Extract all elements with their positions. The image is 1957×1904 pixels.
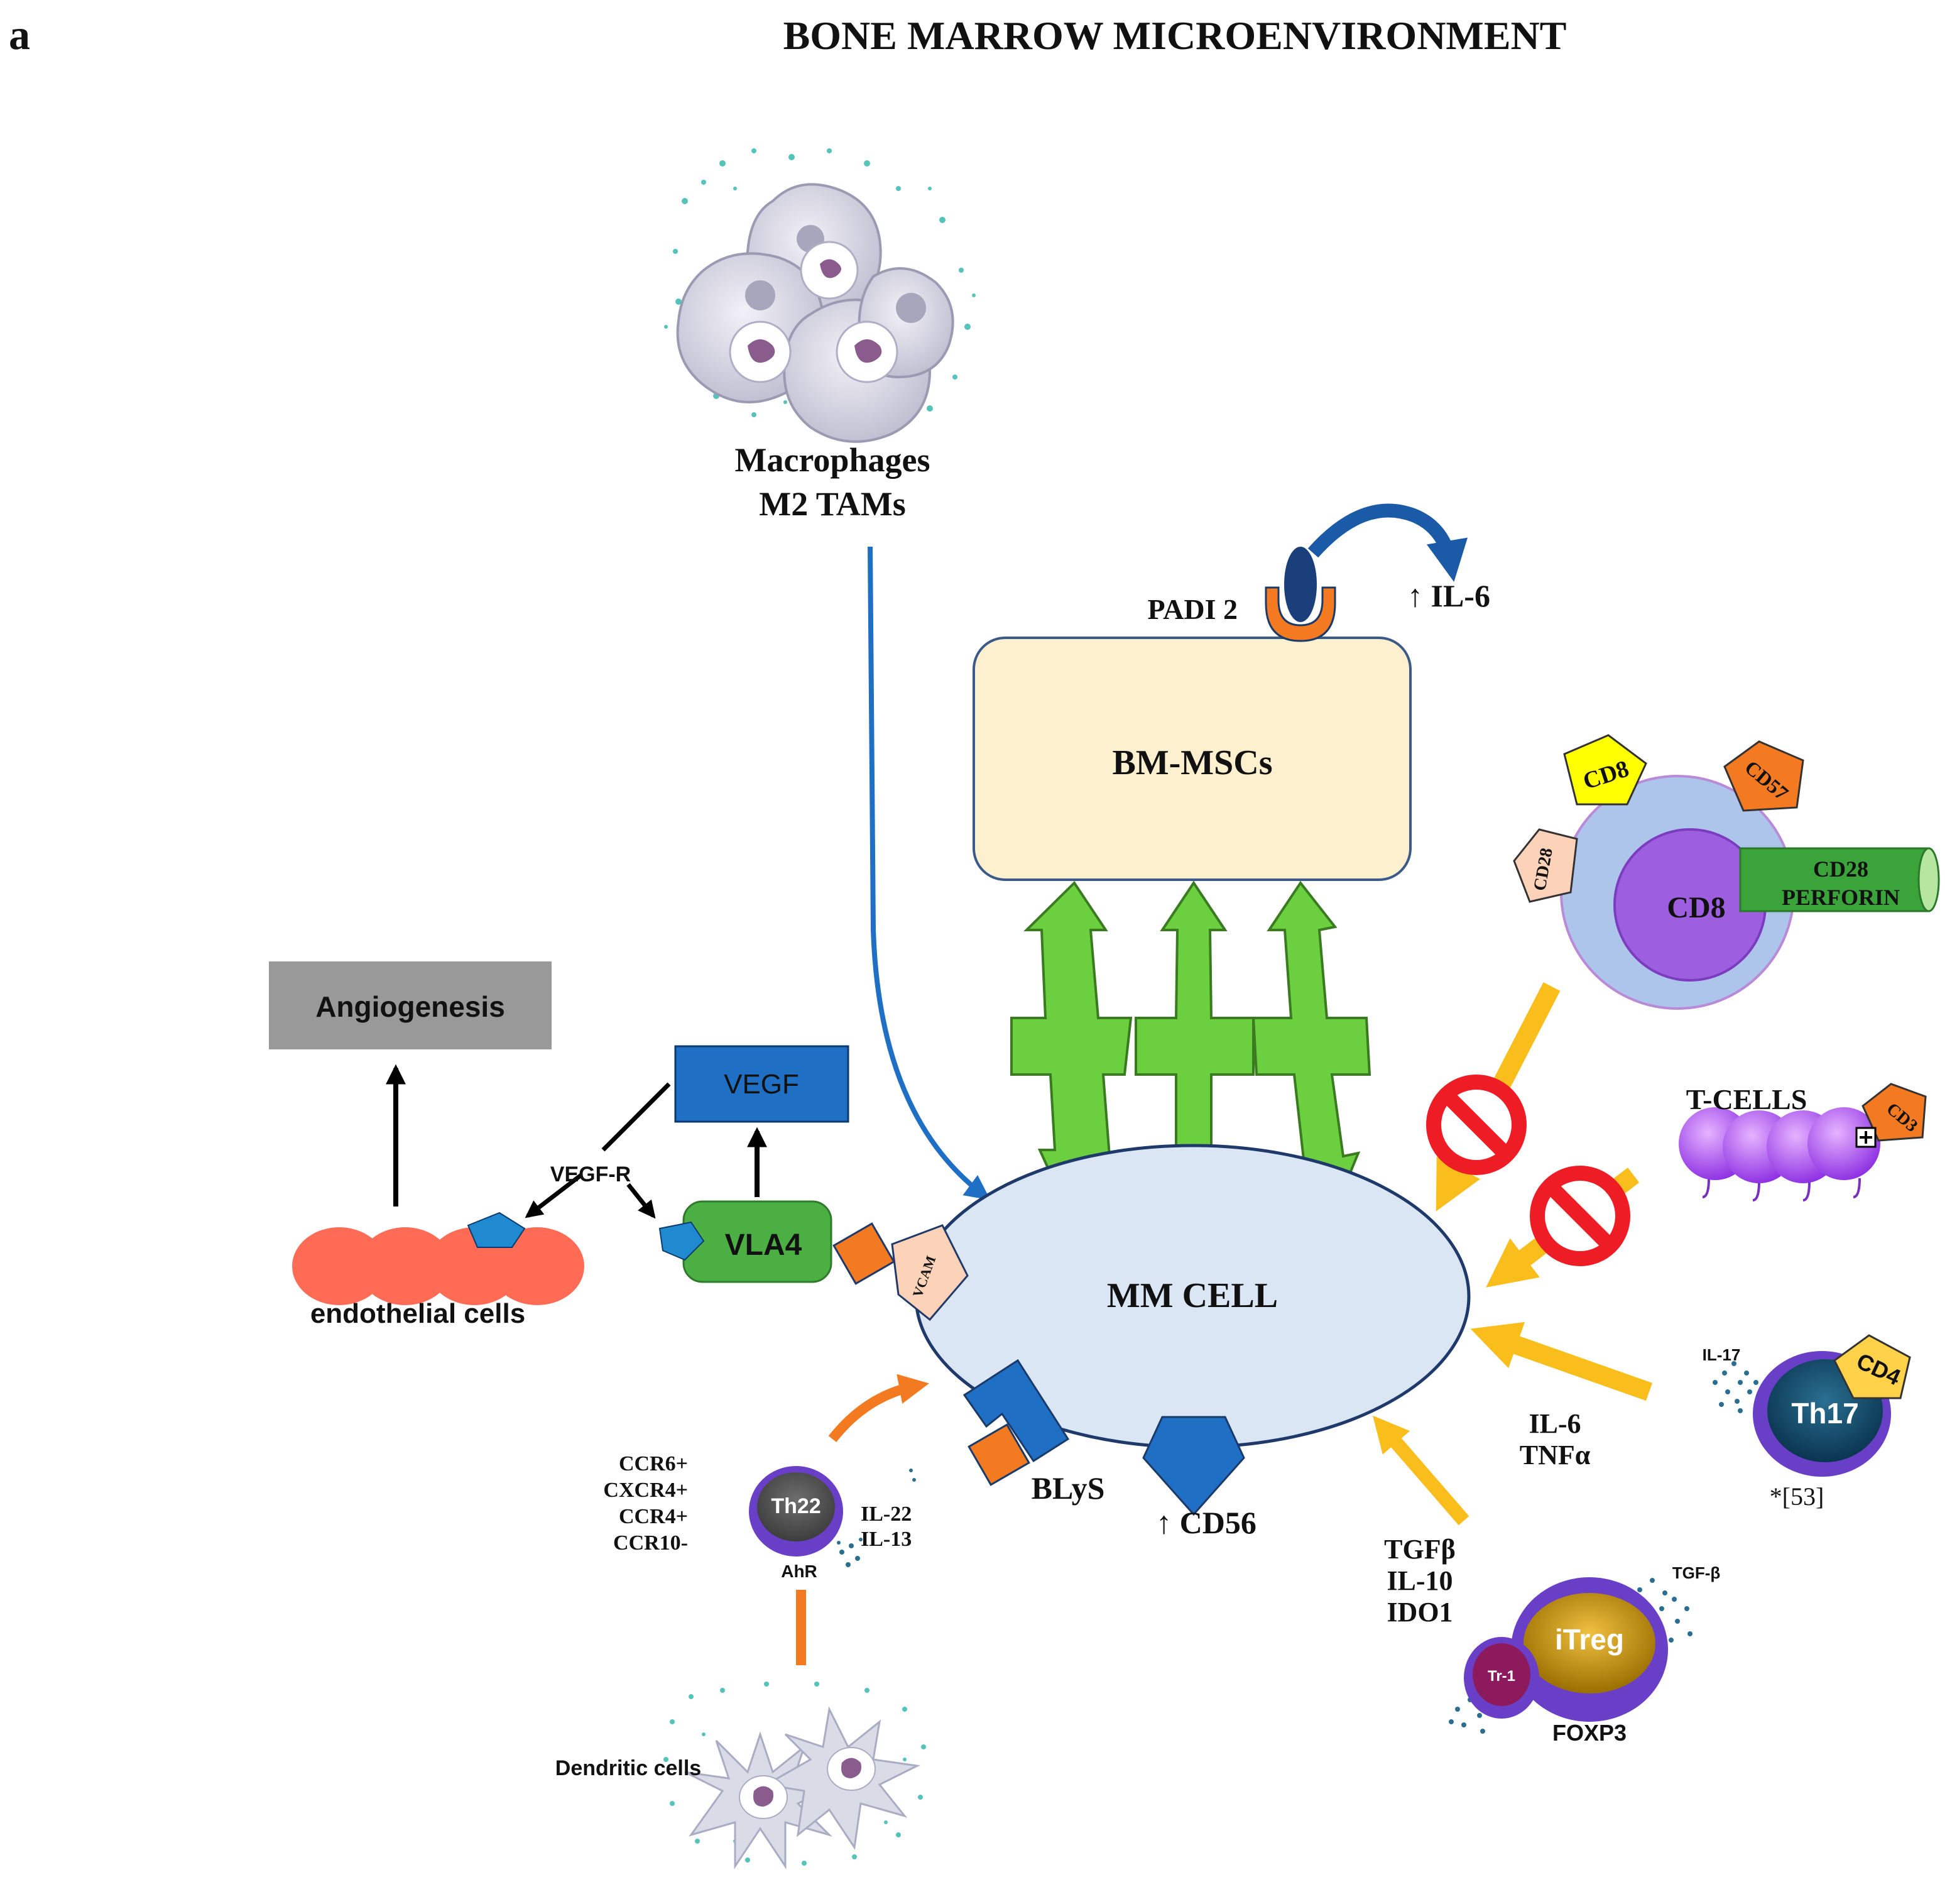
macrophage-cluster-icon <box>664 148 976 443</box>
vegf-r-stem <box>601 1082 671 1152</box>
vegf-box <box>674 1045 849 1123</box>
itreg-label: iTreg <box>1555 1623 1624 1656</box>
th17-cell-icon <box>1713 1334 1911 1477</box>
th17-to-mm-arrow <box>1470 1321 1652 1401</box>
endothelial-cells-icon <box>292 1227 584 1305</box>
diagram-title: BONE MARROW MICROENVIRONMENT <box>783 13 1567 58</box>
blys-label: BLyS <box>1032 1470 1105 1506</box>
vla4-ligand-square <box>832 1222 895 1285</box>
il6-factor-label: IL-6 <box>1529 1408 1581 1439</box>
tnfa-factor-label: TNFα <box>1520 1440 1591 1470</box>
ccr4-label: CCR4+ <box>619 1505 688 1528</box>
il6-release-arrow <box>1307 503 1468 583</box>
vegf-r-label: VEGF-R <box>550 1163 631 1186</box>
th17-label: Th17 <box>1791 1397 1858 1430</box>
bm-mscs-box <box>973 637 1412 881</box>
cd28-marker <box>1513 828 1578 903</box>
angiogenesis-box <box>269 961 552 1049</box>
ahr-label: AhR <box>781 1562 817 1581</box>
tgfb-factor: TGFβ <box>1384 1534 1456 1565</box>
vegf-receptor-icon <box>467 1212 526 1248</box>
macrophages-label: Macrophages <box>735 441 930 479</box>
vegf-label: VEGF <box>724 1069 799 1100</box>
vla4-receptor-icon <box>658 1221 705 1261</box>
padi2-label: PADI 2 <box>1147 593 1238 625</box>
il17-label: IL-17 <box>1703 1345 1741 1364</box>
inhibition-sign-icon <box>1426 1075 1527 1175</box>
vegf-r-arrow-endothelial <box>525 1173 583 1218</box>
endothelial-label: endothelial cells <box>310 1298 525 1329</box>
dendritic-cells-label: Dendritic cells <box>555 1756 701 1780</box>
il22-label: IL-22 <box>861 1502 912 1526</box>
blys-receptor-icon <box>962 1359 1070 1486</box>
cd8-marker <box>1563 734 1647 806</box>
th22-label: Th22 <box>771 1494 820 1518</box>
cd56-label: ↑ CD56 <box>1156 1505 1257 1540</box>
ccr10-label: CCR10- <box>613 1531 688 1555</box>
mm-cell-label: MM CELL <box>1107 1276 1278 1315</box>
panel-label: a <box>9 11 30 58</box>
foxp3-label: FOXP3 <box>1552 1720 1627 1746</box>
dendritic-cells-icon <box>663 1682 926 1869</box>
treg-cells-icon <box>1449 1577 1693 1734</box>
cd28-cylinder-label: CD28 <box>1813 856 1868 882</box>
cd57-marker <box>1723 740 1804 812</box>
inhibition-sign-icon <box>1530 1166 1630 1266</box>
cd8-center-label: CD8 <box>1667 891 1725 924</box>
cd8-cell-icon <box>1560 775 1940 1010</box>
il6-up-label: ↑ IL-6 <box>1407 578 1490 613</box>
tcells-label: T-CELLS <box>1686 1083 1807 1115</box>
vegf-r-arrow-vla4 <box>626 1183 656 1219</box>
ido1-factor: IDO1 <box>1387 1597 1453 1628</box>
perforin-label: PERFORIN <box>1782 885 1900 910</box>
reference-label: *[53] <box>1770 1482 1824 1511</box>
tcells-icon <box>1679 1083 1927 1201</box>
vla4-label: VLA4 <box>725 1228 802 1262</box>
treg-to-mm-arrow <box>1373 1415 1469 1526</box>
il10-factor: IL-10 <box>1387 1565 1453 1596</box>
bm-mscs-label: BM-MSCs <box>1112 743 1272 782</box>
angiogenesis-label: Angiogenesis <box>315 990 505 1023</box>
ccr6-label: CCR6+ <box>619 1452 688 1475</box>
cd56-marker <box>1142 1416 1245 1516</box>
m2-tams-label: M2 TAMs <box>759 485 905 523</box>
cxcr4-label: CXCR4+ <box>603 1479 688 1502</box>
tr1-label: Tr-1 <box>1488 1668 1515 1685</box>
macrophage-to-mm-arrow <box>868 546 991 1200</box>
tgf-beta-label: TGF-β <box>1672 1563 1721 1582</box>
vcam-marker <box>891 1224 969 1321</box>
il13-label: IL-13 <box>861 1528 912 1551</box>
th22-cell-icon <box>749 1466 916 1567</box>
th22-to-mm-arrow <box>828 1374 929 1442</box>
padi2-receptor-icon <box>1265 547 1336 642</box>
